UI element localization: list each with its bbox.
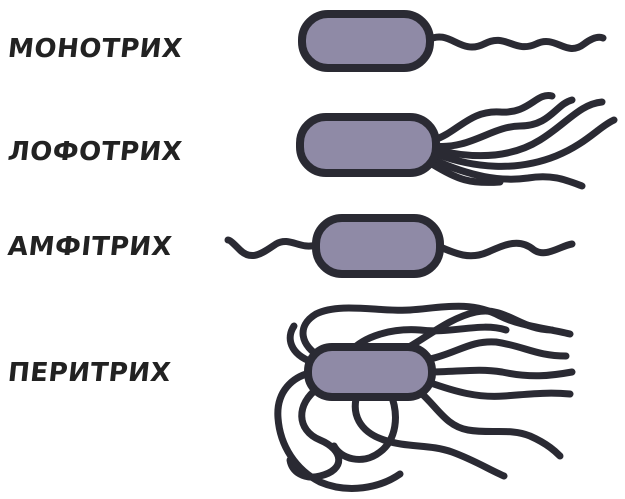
bacterium-lophotrich [300,96,614,186]
flagellum [428,382,570,396]
cell-body [316,218,440,274]
flagellum [438,243,572,256]
cell-body [300,117,436,173]
cell-body [302,14,430,68]
cell-body [308,347,432,397]
bacterium-peritrich [278,306,572,488]
flagellum [428,37,603,49]
flagellum [434,100,572,146]
flagellum [428,370,572,376]
flagellum [228,240,316,256]
flagellum [426,342,566,360]
bacterium-amphitrich [228,218,572,274]
bacterium-monotrich [302,14,603,68]
